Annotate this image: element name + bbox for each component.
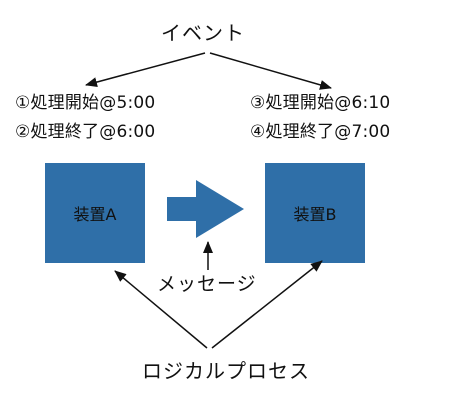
device-b-event-start: ③処理開始@6:10 — [250, 93, 391, 113]
message-label: メッセージ — [157, 273, 257, 295]
device-a-label: 装置A — [73, 205, 117, 224]
event-arrow-left — [85, 52, 206, 87]
device-b-event-end: ④処理終了@7:00 — [250, 122, 391, 142]
device-b-box-shape — [265, 163, 365, 263]
event-title: イベント — [161, 21, 245, 45]
device-b-label: 装置B — [293, 205, 337, 224]
device-a-box: 装置A — [45, 163, 145, 263]
process-arrow-left — [114, 270, 208, 349]
message-block-arrow-icon — [167, 180, 244, 238]
event-arrow-right — [209, 52, 332, 90]
process-arrow-right — [211, 260, 323, 349]
logical-process-label: ロジカルプロセス — [142, 359, 310, 383]
device-a-event-end: ②処理終了@6:00 — [15, 122, 156, 142]
device-a-event-start: ①処理開始@5:00 — [15, 93, 156, 113]
device-b-box: 装置B — [265, 163, 365, 263]
device-a-box-shape — [45, 163, 145, 263]
